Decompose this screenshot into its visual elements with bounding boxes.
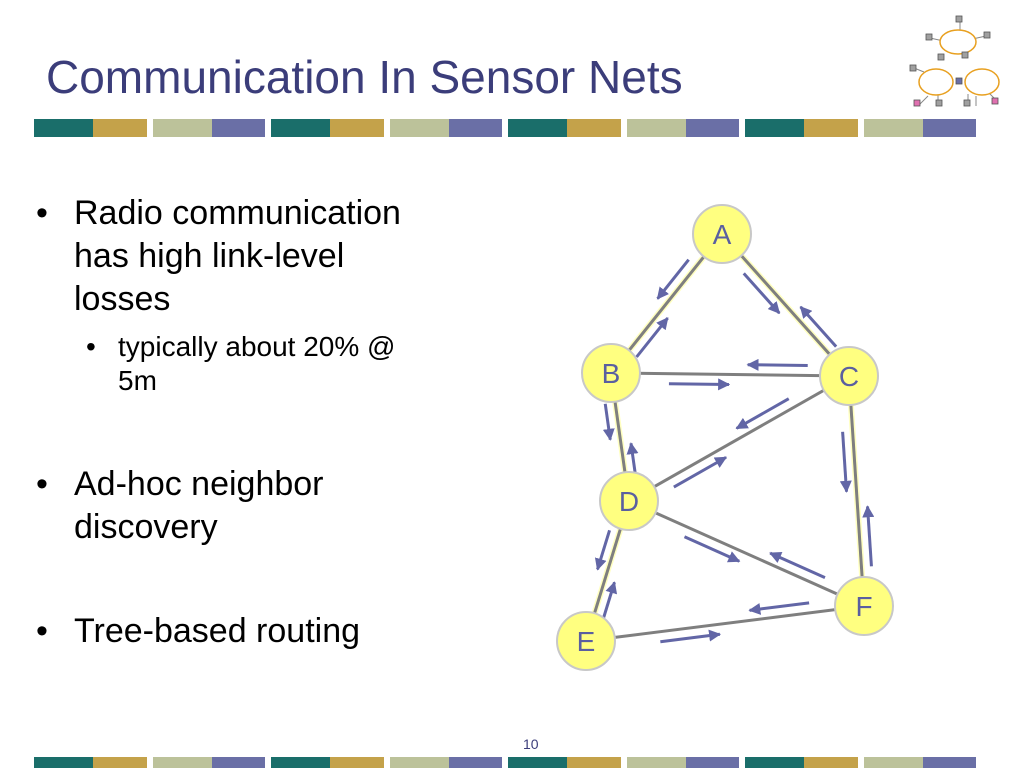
node-circle — [834, 576, 894, 636]
link-a-b-arrow — [656, 258, 690, 300]
top-divider-stripe — [34, 119, 982, 137]
node-circle — [692, 204, 752, 264]
link-b-c-arrow — [746, 358, 808, 371]
link-e-f-arrow — [748, 601, 810, 615]
node-d: D — [599, 471, 659, 531]
slide-title: Communication In Sensor Nets — [46, 51, 683, 103]
link-d-f-arrow — [769, 551, 826, 579]
link-d-f-arrow — [683, 535, 741, 563]
node-label: A — [713, 219, 732, 250]
bullet-line: Ad-hoc neighbor — [74, 465, 324, 503]
sub-bullet-line: typically about 20% @ — [118, 331, 396, 362]
node-label: E — [577, 626, 596, 657]
page-number: 10 — [523, 736, 539, 752]
link-d-e-arrow — [601, 581, 618, 622]
node-circle — [599, 471, 659, 531]
link-c-f-arrow — [862, 505, 875, 567]
bullet-line: losses — [74, 280, 171, 318]
bottom-divider-stripe — [34, 757, 982, 768]
node-e: E — [556, 611, 616, 671]
link-e-f-arrow — [660, 629, 722, 644]
bullet-line: discovery — [74, 508, 218, 546]
node-label: D — [619, 486, 639, 517]
sub-bullet-line: 5m — [118, 365, 157, 396]
node-c: C — [819, 346, 879, 406]
link-a-c-arrow — [742, 272, 781, 315]
node-circle — [556, 611, 616, 671]
bullet-line: Radio communication — [74, 194, 401, 232]
node-label: C — [839, 361, 859, 392]
node-a: A — [692, 204, 752, 264]
link-c-d — [628, 374, 850, 503]
network-logo-icon — [909, 15, 1000, 107]
link-b-c — [610, 371, 850, 378]
link-c-f-arrow — [839, 431, 852, 493]
link-e-f — [585, 604, 865, 643]
link-b-d-arrow — [602, 403, 615, 441]
node-circle — [819, 346, 879, 406]
node-label: B — [602, 358, 621, 389]
bullet-line: Tree-based routing — [74, 612, 361, 650]
node-label: F — [855, 591, 872, 622]
node-circle — [581, 343, 641, 403]
link-c-f — [847, 375, 866, 607]
node-f: F — [834, 576, 894, 636]
link-c-d-arrow — [673, 456, 728, 489]
link-a-c — [720, 233, 851, 377]
link-d-f — [628, 499, 865, 608]
link-a-b-arrow — [635, 317, 669, 358]
link-d-e-arrow — [594, 529, 611, 571]
bullet-line: has high link-level — [74, 237, 345, 275]
node-b: B — [581, 343, 641, 403]
link-a-c-arrow — [799, 305, 838, 348]
link-c-d-arrow — [735, 397, 790, 430]
link-b-c-arrow — [668, 378, 731, 391]
